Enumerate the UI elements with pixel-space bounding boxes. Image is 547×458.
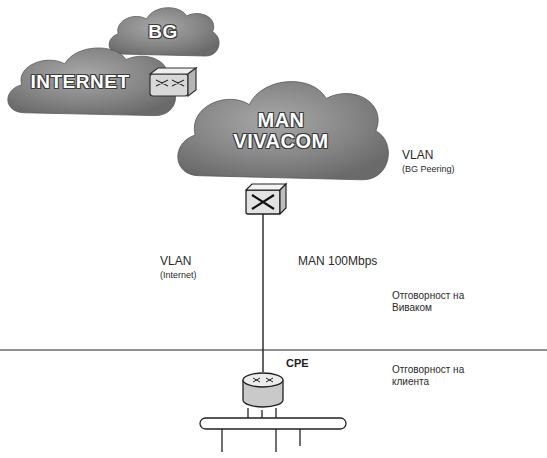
cloud-network: INTERNET (0, 40, 180, 124)
vlan-note: (BG Peering) (402, 164, 455, 175)
device-name: CPE (286, 357, 309, 369)
network-link (262, 192, 263, 372)
network-name: INTERNET (31, 72, 130, 92)
lan-bus (200, 408, 346, 452)
cpe-router: CPE (240, 372, 286, 410)
cpe-icon (240, 372, 286, 410)
network-name: MAN VIVACOM (225, 110, 337, 152)
vlan-note: (Internet) (160, 270, 197, 281)
switch-icon (246, 184, 286, 214)
responsibility-note: Отговорност на клиента (392, 364, 500, 388)
responsibility-divider (0, 349, 547, 350)
link-speed: MAN 100Mbps (298, 254, 377, 268)
cloud-network: BG (104, 2, 222, 62)
network-name: BG (148, 22, 178, 42)
vlan-label: VLAN (160, 254, 191, 268)
cloud-network: MAN VIVACOM (168, 70, 394, 192)
responsibility-note: Отговорност на Виваком (392, 290, 500, 314)
vlan-label: VLAN (402, 148, 433, 162)
